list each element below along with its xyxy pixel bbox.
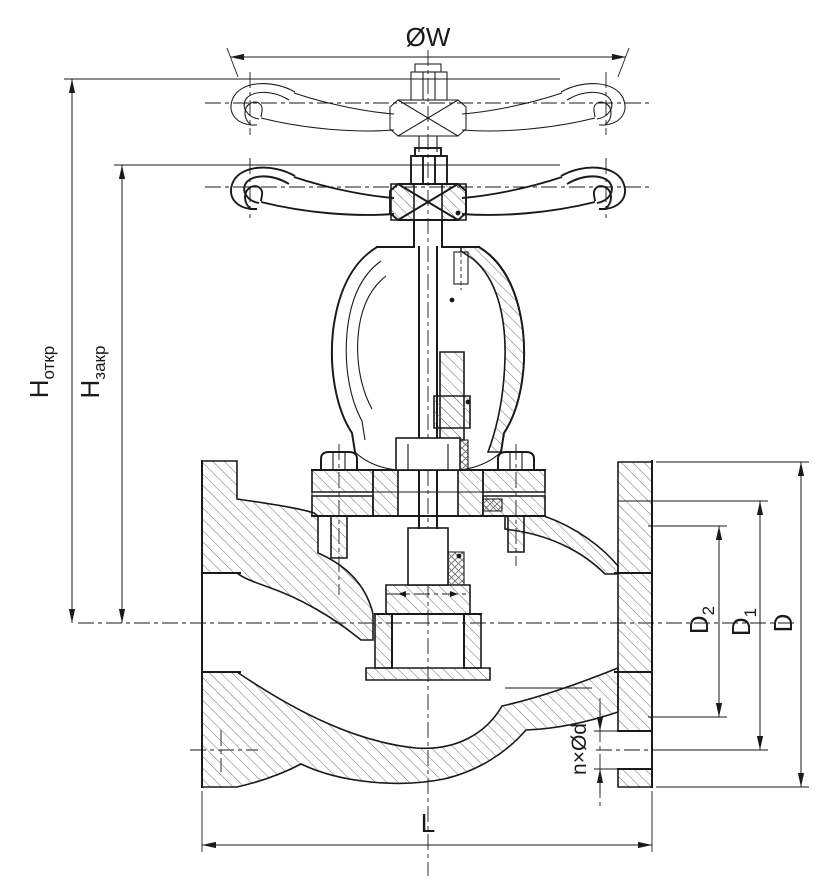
dimension-annotations: ØW Hоткр Hзакр D2 D1 D n×Ød L — [24, 22, 809, 852]
outlet-flange-lower — [617, 768, 653, 788]
dimension-label-height-open: Hоткр — [24, 346, 58, 399]
gland — [395, 437, 461, 471]
dimension-label-bolt-holes: n×Ød — [568, 723, 591, 775]
body-wall-lower — [201, 666, 619, 788]
bonnet-bolt-right — [497, 451, 535, 471]
dimension-label-length: L — [421, 808, 435, 838]
dimension-label-handwheel-diameter: ØW — [406, 22, 451, 52]
body-wall-upper-right — [504, 515, 619, 575]
dimension-label-flange-outer-diameter: D — [768, 614, 798, 633]
disc-section — [385, 584, 471, 615]
gasket-crosshatch — [482, 498, 503, 512]
outlet-flange-upper — [617, 461, 653, 732]
disc-holder — [407, 527, 449, 586]
seat-ring — [365, 667, 491, 681]
body-wall-upper-left — [201, 460, 374, 641]
handwheel-open-position — [231, 64, 625, 136]
bonnet-bolt-left — [320, 451, 358, 471]
sectioned-parts — [201, 183, 653, 788]
handwheel-closed-position — [231, 148, 625, 220]
dimension-label-bolt-circle-diameter: D1 — [726, 608, 760, 636]
body-outlines — [201, 136, 653, 788]
dimension-label-height-closed: Hзакр — [75, 346, 109, 399]
dimension-label-raised-face-diameter: D2 — [684, 606, 718, 634]
yoke-bonnet — [311, 210, 546, 559]
